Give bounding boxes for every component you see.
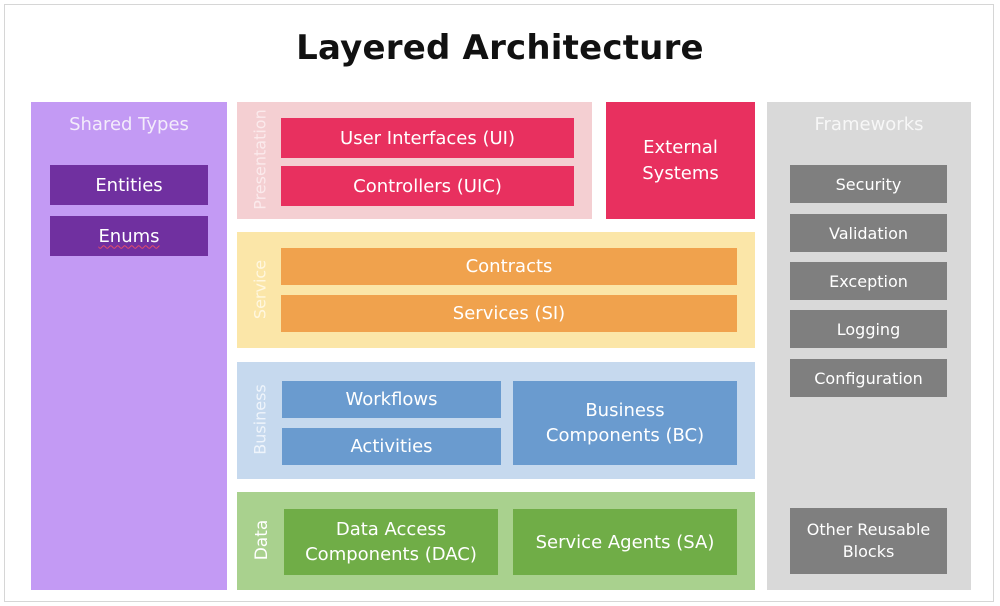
external-systems-box: External Systems (606, 102, 755, 219)
validation-label: Validation (828, 223, 908, 243)
security-box: Security (790, 165, 947, 203)
workflows-box: Workflows (282, 381, 501, 418)
user-interfaces-box: User Interfaces (UI) (281, 118, 574, 158)
service-panel: Service Contracts Services (SI) (237, 232, 755, 348)
other-reusable-blocks-label: Other Reusable Blocks (806, 519, 931, 561)
security-label: Security (835, 174, 902, 194)
configuration-box: Configuration (790, 359, 947, 397)
controllers-box: Controllers (UIC) (281, 166, 574, 206)
services-label: Services (SI) (452, 303, 566, 324)
service-agents-label: Service Agents (SA) (535, 531, 715, 553)
user-interfaces-label: User Interfaces (UI) (340, 127, 515, 149)
external-systems-label: External Systems (642, 137, 719, 184)
logging-label: Logging (836, 319, 901, 339)
controllers-label: Controllers (UIC) (353, 175, 502, 197)
activities-label: Activities (350, 436, 433, 457)
workflows-label: Workflows (345, 389, 438, 410)
shared-types-panel: Shared Types Entities Enums (31, 102, 227, 590)
services-box: Services (SI) (281, 295, 737, 332)
configuration-label: Configuration (814, 368, 923, 388)
business-components-box: Business Components (BC) (513, 381, 737, 465)
data-label: Data (252, 519, 272, 561)
presentation-panel: Presentation User Interfaces (UI) Contro… (237, 102, 592, 219)
exception-label: Exception (829, 271, 908, 291)
service-agents-box: Service Agents (SA) (513, 509, 737, 575)
data-panel: Data Data Access Components (DAC) Servic… (237, 492, 755, 590)
exception-box: Exception (790, 262, 947, 300)
logging-box: Logging (790, 310, 947, 348)
activities-box: Activities (282, 428, 501, 465)
entities-label: Entities (95, 174, 163, 196)
enums-label: Enums (98, 225, 160, 247)
frameworks-panel: Frameworks Security Validation Exception… (767, 102, 971, 590)
other-reusable-blocks-box: Other Reusable Blocks (790, 508, 947, 574)
enums-box: Enums (50, 216, 208, 256)
data-access-components-label: Data Access Components (DAC) (305, 518, 477, 565)
data-access-components-box: Data Access Components (DAC) (284, 509, 498, 575)
diagram-frame (4, 4, 994, 602)
shared-types-title: Shared Types (69, 114, 189, 135)
service-label: Service (250, 259, 270, 320)
business-label: Business (250, 384, 270, 455)
frameworks-title: Frameworks (814, 114, 924, 135)
contracts-label: Contracts (465, 256, 553, 277)
entities-box: Entities (50, 165, 208, 205)
presentation-label: Presentation (250, 109, 270, 210)
business-components-label: Business Components (BC) (545, 399, 705, 446)
contracts-box: Contracts (281, 248, 737, 285)
validation-box: Validation (790, 214, 947, 252)
diagram-title: Layered Architecture (296, 28, 704, 68)
business-panel: Business Workflows Activities Business C… (237, 362, 755, 479)
